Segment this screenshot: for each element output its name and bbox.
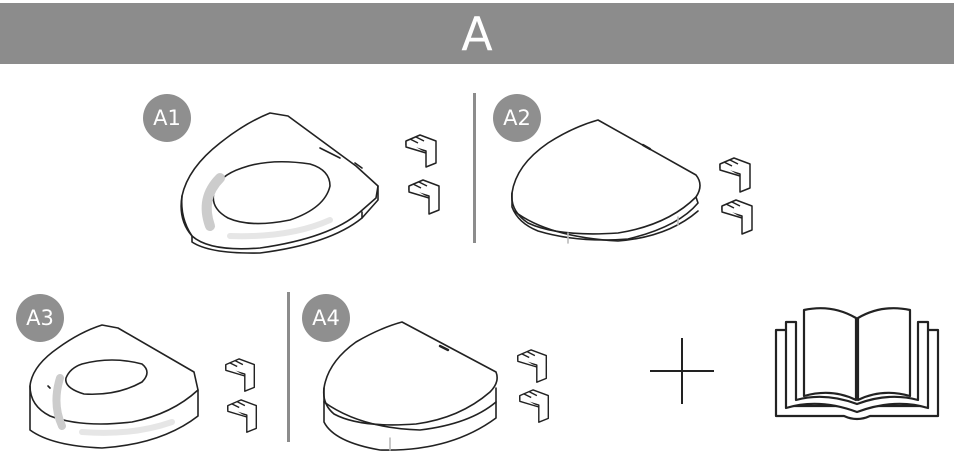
raised-seat-ring-icon	[180, 112, 379, 254]
badge-a1: A1	[143, 94, 191, 142]
mounting-bracket-icon	[517, 349, 548, 383]
open-book-icon	[774, 307, 940, 421]
plus-icon	[650, 338, 714, 404]
mounting-bracket-icon	[719, 157, 751, 193]
badge-a4: A4	[302, 294, 350, 342]
section-title: A	[461, 6, 493, 61]
divider-vertical	[287, 292, 290, 442]
mounting-bracket-icon	[408, 179, 440, 215]
mounting-bracket-icon	[227, 399, 258, 433]
mounting-bracket-icon	[225, 358, 256, 392]
mounting-bracket-icon	[721, 199, 753, 235]
badge-a2: A2	[493, 94, 541, 142]
mounting-bracket-icon	[405, 134, 437, 168]
seat-with-lid-icon	[511, 119, 701, 244]
raised-seat-ring-icon	[29, 324, 199, 449]
section-header: A	[0, 3, 954, 64]
seat-with-lid-icon	[322, 321, 498, 451]
mounting-bracket-icon	[519, 389, 550, 423]
divider-vertical	[473, 93, 476, 243]
badge-a3: A3	[16, 294, 64, 342]
